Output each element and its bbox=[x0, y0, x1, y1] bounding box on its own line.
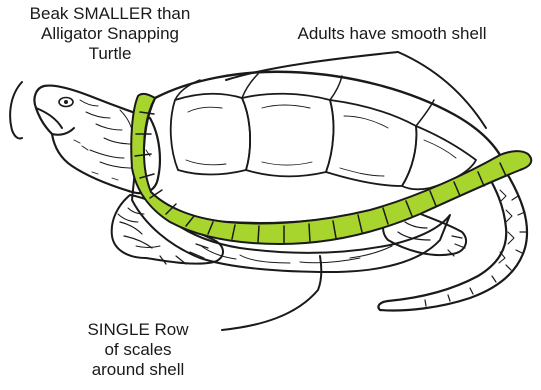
single-row-label-line-3: around shell bbox=[58, 360, 218, 380]
single-row-label: SINGLE Row of scales around shell bbox=[58, 320, 218, 380]
leader-beak bbox=[10, 82, 22, 139]
leader-smooth-left bbox=[226, 52, 398, 80]
beak-label: Beak SMALLER than Alligator Snapping Tur… bbox=[6, 4, 214, 64]
leader-smooth-right bbox=[398, 52, 486, 128]
single-row-label-line-2: of scales bbox=[58, 340, 218, 360]
marginal-scale-row bbox=[131, 94, 531, 244]
single-row-label-line-1: SINGLE Row bbox=[58, 320, 218, 340]
beak-label-line-2: Alligator Snapping bbox=[6, 24, 214, 44]
smooth-shell-label: Adults have smooth shell bbox=[262, 24, 522, 44]
beak-label-line-1: Beak SMALLER than bbox=[6, 4, 214, 24]
beak-label-line-3: Turtle bbox=[6, 44, 214, 64]
scale-row-highlight bbox=[131, 94, 531, 244]
